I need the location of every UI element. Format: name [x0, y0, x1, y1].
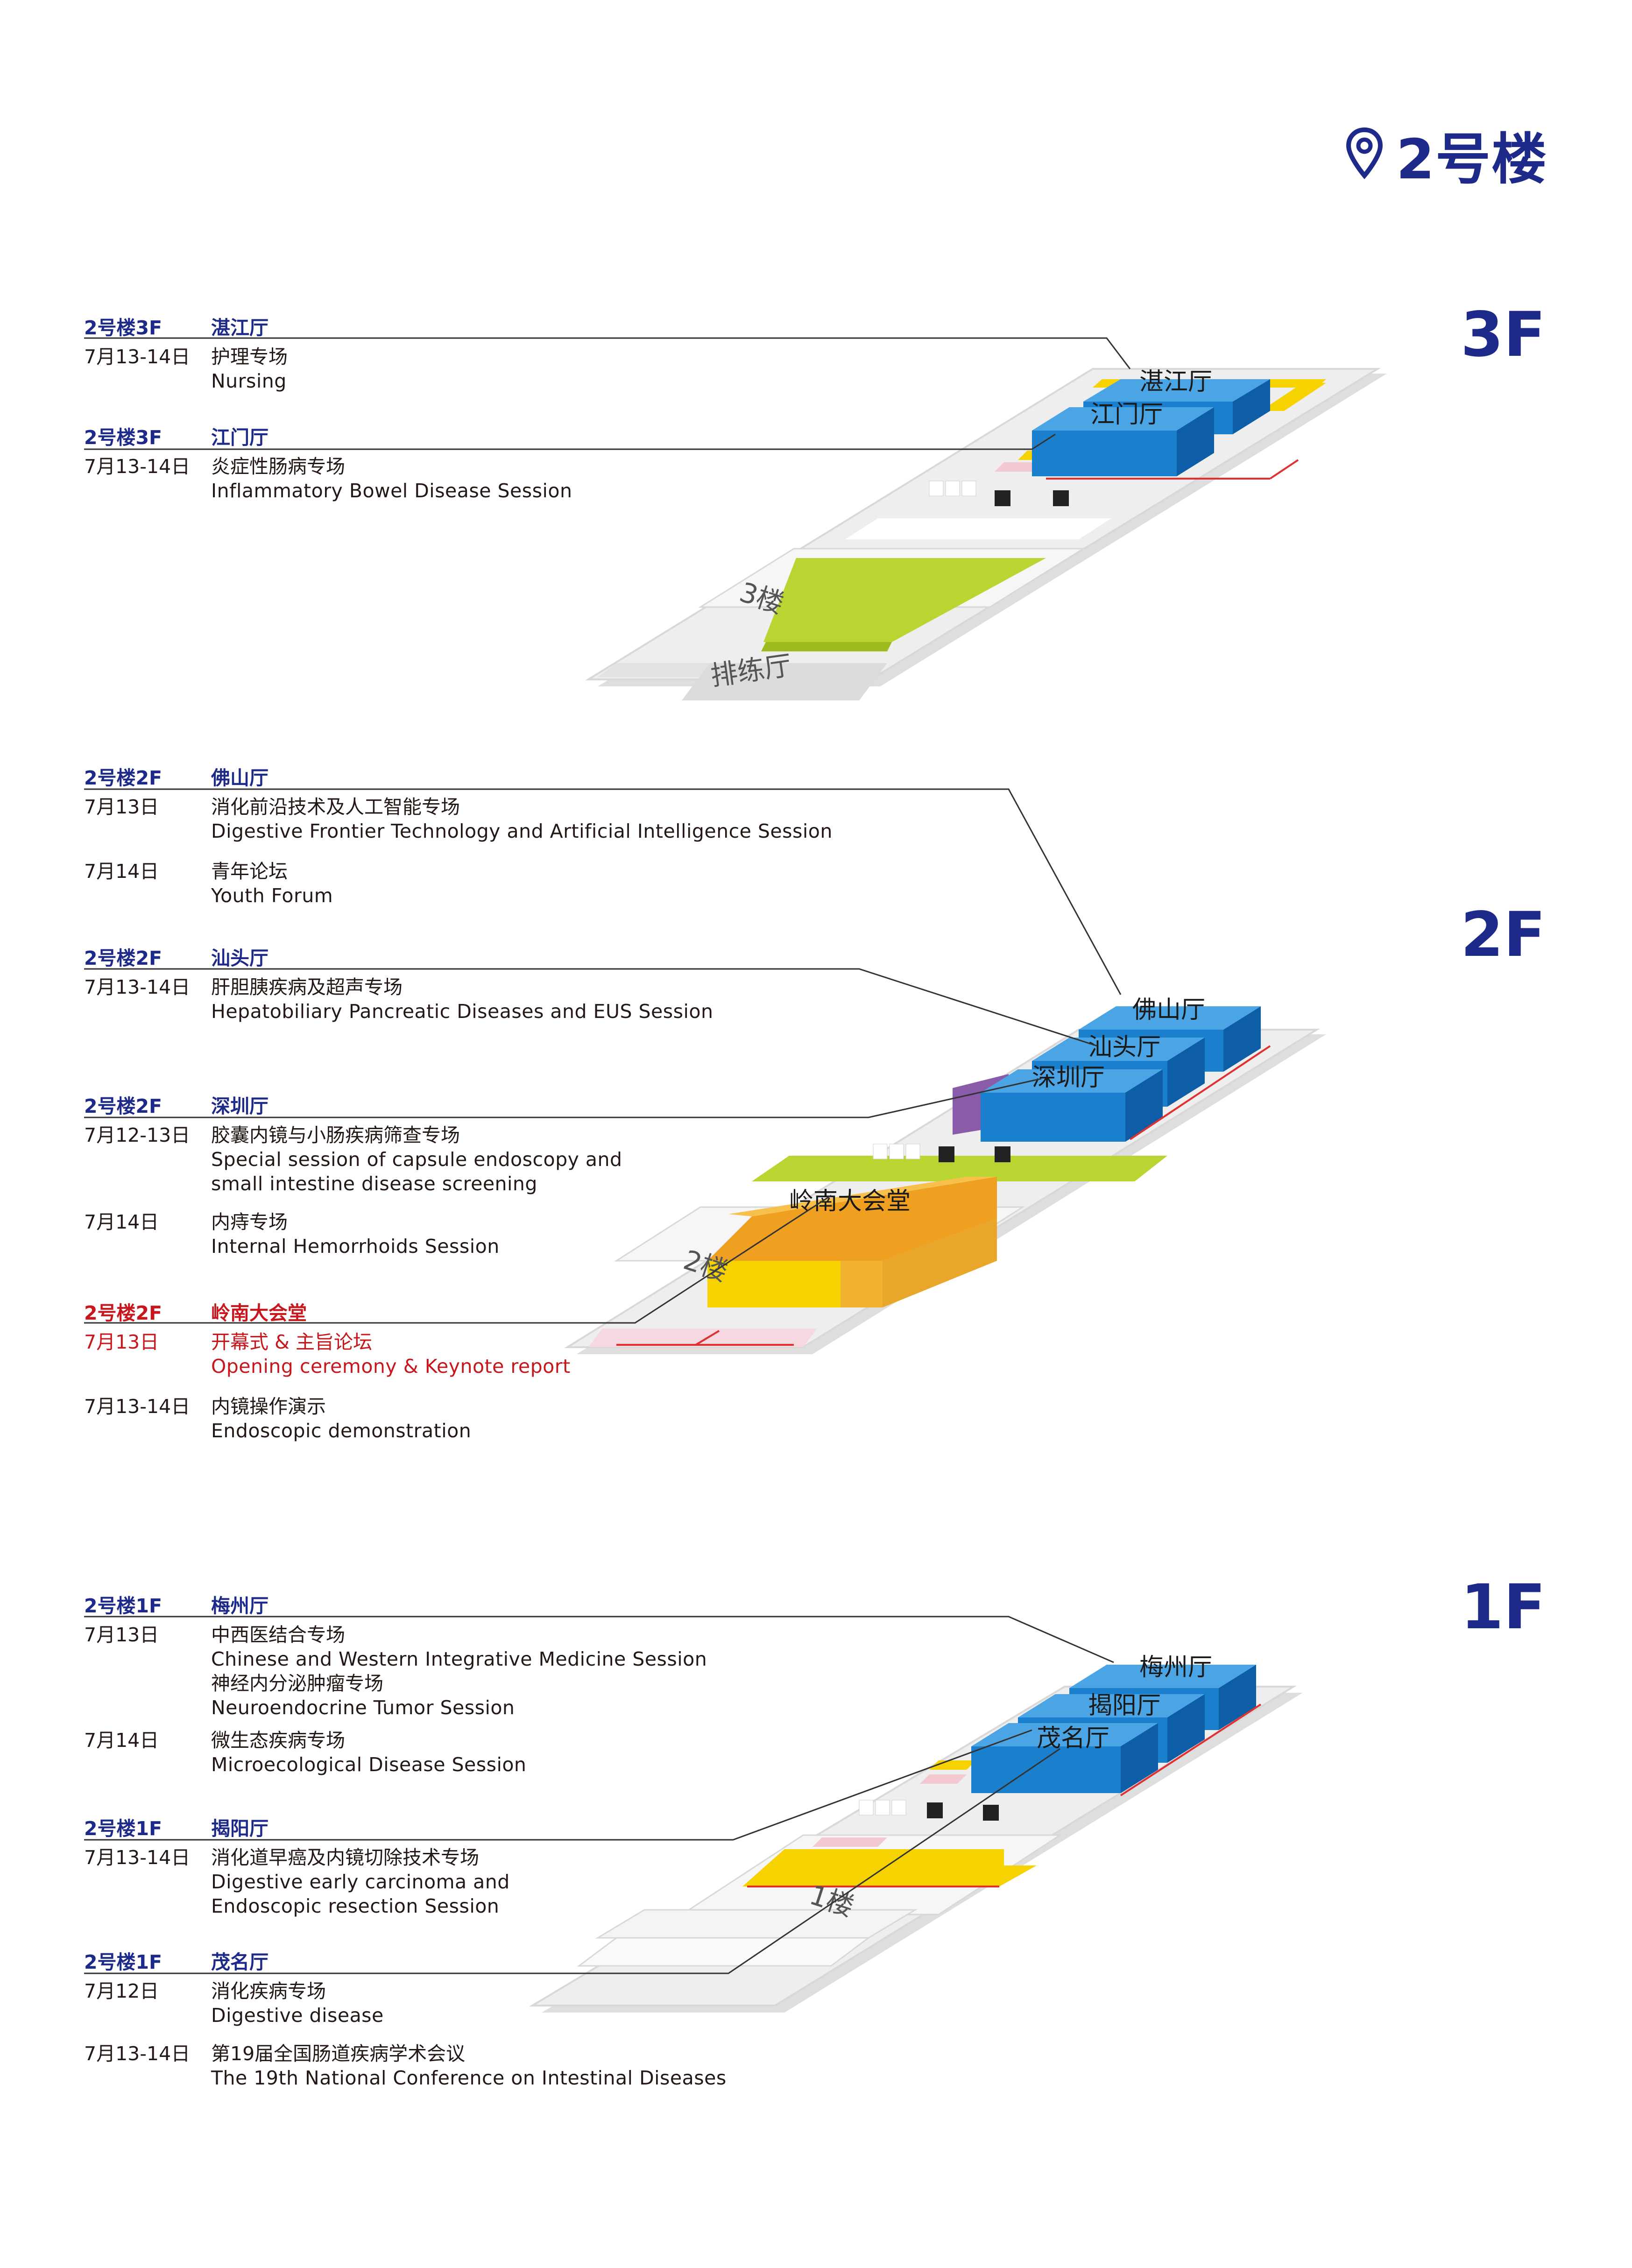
- leader-line-shantou: [84, 968, 1098, 1047]
- leader-line-meizhou: [84, 1616, 1114, 1663]
- building-title: 2号楼: [1345, 119, 1547, 191]
- map-label-shantou: 汕头厅: [1088, 1033, 1161, 1061]
- leader-line-jiangmen: [84, 433, 1056, 450]
- floor-label-3f: 3F: [1460, 299, 1546, 371]
- floor-map-1f: 1楼 梅州厅 揭阳厅 茂名厅: [529, 1653, 1303, 2013]
- map-label-shenzhen: 深圳厅: [1032, 1064, 1105, 1092]
- floor-label-1f: 1F: [1460, 1571, 1546, 1643]
- floor-label-2f: 2F: [1460, 899, 1546, 971]
- escalator-icon: [1053, 490, 1069, 506]
- leader-line-zhanjiang: [84, 337, 1131, 369]
- map-label-lingnan: 岭南大会堂: [789, 1187, 911, 1215]
- leader-line-jieyang: [84, 1729, 1032, 1841]
- map-label-zhanjiang: 湛江厅: [1139, 368, 1212, 396]
- leader-line-lingnan: [84, 1194, 832, 1324]
- stairs-icon: [995, 490, 1010, 506]
- leader-line-maoming: [84, 1748, 1060, 1974]
- map-label-meizhou: 梅州厅: [1139, 1653, 1212, 1682]
- floor-map-2f: 岭南大会堂 2楼 佛山厅 汕头厅 深圳厅: [564, 996, 1326, 1354]
- map-label-foshan: 佛山厅: [1132, 996, 1205, 1024]
- map-label-maoming: 茂名厅: [1037, 1724, 1109, 1752]
- map-label-jiangmen: 江门厅: [1090, 401, 1163, 429]
- building-name: 2号楼: [1396, 127, 1548, 191]
- map-label-jieyang: 揭阳厅: [1088, 1692, 1161, 1720]
- leader-line-shenzhen: [84, 1078, 1042, 1118]
- floor-map-3f: 湛江厅 江门厅 3楼 排练厅: [585, 368, 1387, 700]
- location-pin-icon: [1345, 127, 1384, 181]
- leader-line-foshan: [84, 788, 1122, 995]
